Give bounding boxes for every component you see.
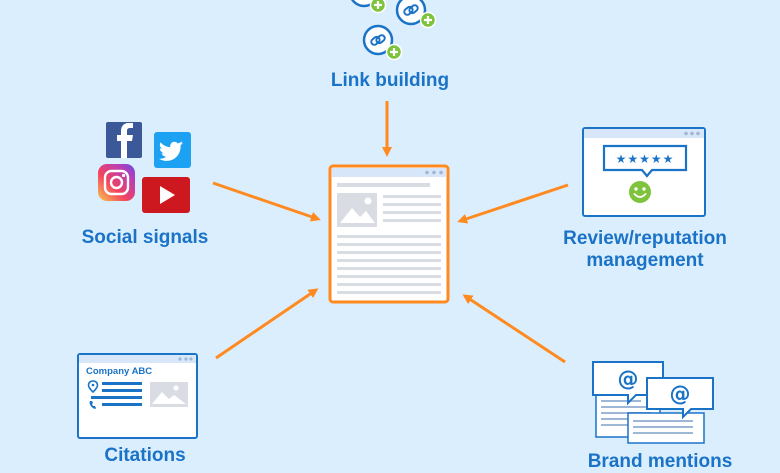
smiley-icon — [629, 181, 651, 203]
label-review-reputation: Review/reputation management — [530, 228, 760, 272]
twitter-icon — [154, 132, 191, 168]
citation-card-icon: Company ABC — [77, 353, 198, 439]
webpage-icon — [328, 164, 450, 304]
link-icons — [351, 0, 437, 61]
link-icon — [351, 0, 387, 14]
label-link-building: Link building — [330, 70, 450, 91]
label-citations: Citations — [104, 445, 186, 466]
arrow-brand-mentions — [462, 294, 566, 364]
label-brand-mentions: Brand mentions — [587, 451, 733, 472]
document-back — [595, 392, 705, 444]
youtube-icon — [142, 177, 190, 213]
label-social-signals: Social signals — [81, 227, 209, 248]
phone-icon — [89, 401, 96, 409]
link-icon — [362, 24, 403, 61]
speech-bubble-icon: @ — [646, 377, 714, 420]
citation-company-name: Company ABC — [86, 366, 152, 377]
arrow-review — [457, 183, 569, 224]
arrow-citations — [215, 288, 319, 360]
label-review-line1: Review/reputation — [563, 228, 727, 249]
speech-bubble-icon: @ — [592, 361, 664, 406]
facebook-icon — [106, 122, 142, 158]
brand-mentions-icon: @ @ — [592, 361, 714, 444]
map-pin-icon — [87, 380, 99, 394]
arrow-social-signals — [212, 181, 321, 222]
mention-at-symbol: @ — [670, 382, 691, 406]
link-icon — [395, 0, 437, 29]
review-card-icon: ★★★★★ — [582, 127, 706, 217]
label-review-line2: management — [586, 250, 704, 271]
mention-at-symbol: @ — [618, 367, 639, 391]
social-icons — [98, 122, 191, 213]
instagram-icon — [98, 164, 135, 201]
arrows — [212, 101, 569, 364]
rating-stars: ★★★★★ — [616, 152, 675, 166]
